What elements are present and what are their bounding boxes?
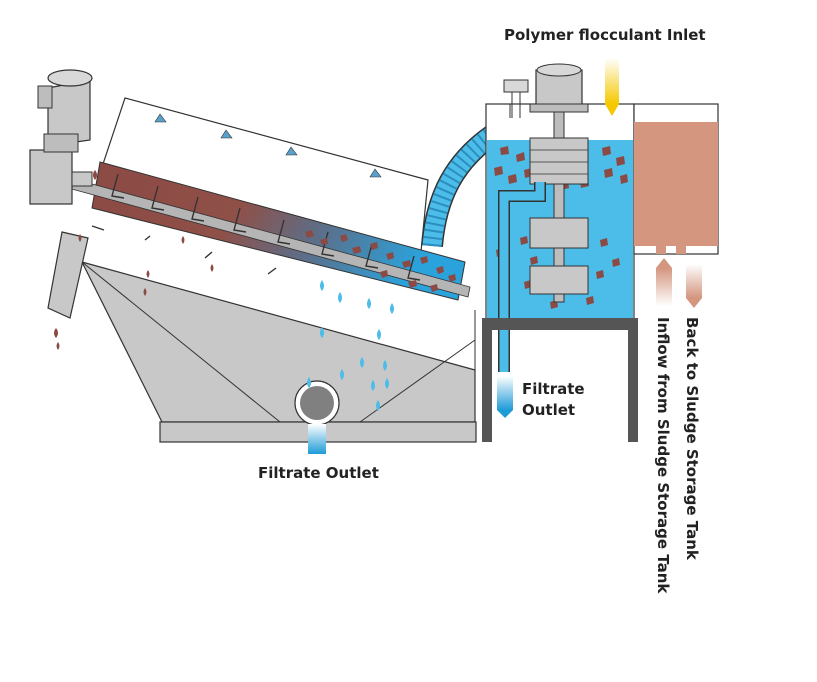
level-sensor [503, 79, 529, 118]
spray-nozzles [154, 113, 382, 178]
inflow-arrow [656, 258, 672, 306]
filtrate-outlet-label-tank-line1: Filtrate [522, 380, 585, 398]
filtrate-water-drops [307, 280, 394, 411]
tank-stand [482, 318, 638, 442]
sludge-storage-tank [633, 103, 719, 255]
return-arrow [686, 264, 702, 308]
sludge-flocs-drum [305, 230, 456, 292]
filtrate-outlet-pipe [294, 380, 340, 426]
filtrate-outlet-arrow-main [308, 424, 326, 454]
sludge-cake-drops [54, 170, 214, 350]
sludge-discharge-chute [47, 231, 89, 319]
polymer-inlet-arrow [605, 58, 619, 116]
motor-gearbox [29, 69, 93, 205]
filtrate-outlet-label-tank-line2: Outlet [522, 401, 576, 419]
polymer-inlet-label: Polymer flocculant Inlet [504, 26, 706, 44]
back-to-storage-label: Back to Sludge Storage Tank [683, 317, 701, 560]
agitator [529, 63, 589, 303]
inflow-label: Inflow from Sludge Storage Tank [654, 317, 672, 594]
filtrate-outlet-label-main: Filtrate Outlet [258, 464, 379, 482]
filtrate-outlet-arrow-tank [497, 376, 513, 410]
feed-hose [421, 120, 507, 248]
